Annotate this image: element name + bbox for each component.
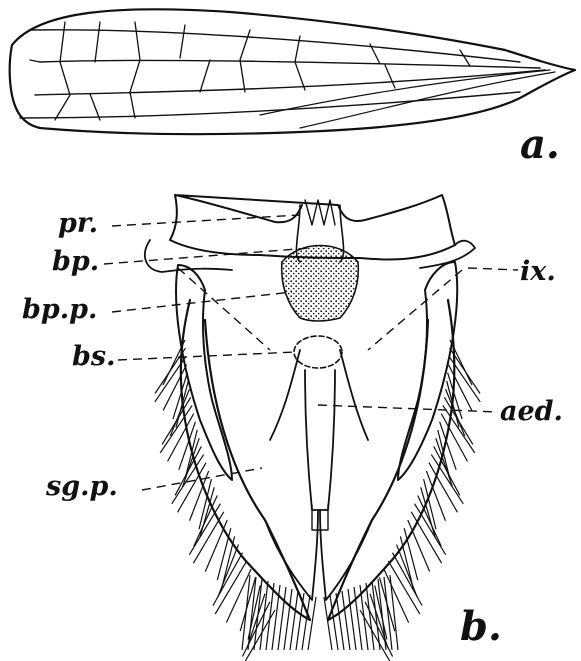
genitalia-drawing <box>145 195 475 620</box>
label-bpp-text: bp.p. <box>22 294 97 325</box>
seta <box>404 528 418 580</box>
seta <box>324 597 332 650</box>
label-bs: bs. <box>72 341 296 372</box>
seta <box>217 528 231 580</box>
label-sgp: sg.p. <box>45 468 262 502</box>
wing-drawing <box>10 9 575 134</box>
seta <box>400 536 413 588</box>
seta <box>438 430 450 478</box>
label-ix-text: ix. <box>520 256 556 287</box>
seta <box>185 430 197 478</box>
panel-a-label: a. <box>520 121 560 168</box>
seta <box>408 520 430 572</box>
label-bp-text: bp. <box>52 246 99 277</box>
seta <box>308 597 316 650</box>
seta <box>222 536 235 588</box>
label-pr-text: pr. <box>58 208 98 239</box>
label-bs-text: bs. <box>72 341 115 372</box>
label-pr: pr. <box>58 208 300 239</box>
label-ix: ix. <box>468 256 556 287</box>
label-bpp: bp.p. <box>22 292 292 325</box>
panel-b-label: b. <box>460 603 502 650</box>
label-sgp-text: sg.p. <box>45 471 118 502</box>
label-aed-text: aed. <box>500 396 563 427</box>
label-bp: bp. <box>52 246 310 277</box>
seta <box>218 545 239 598</box>
seta <box>397 545 418 598</box>
seta <box>205 520 227 572</box>
setae <box>155 340 480 661</box>
